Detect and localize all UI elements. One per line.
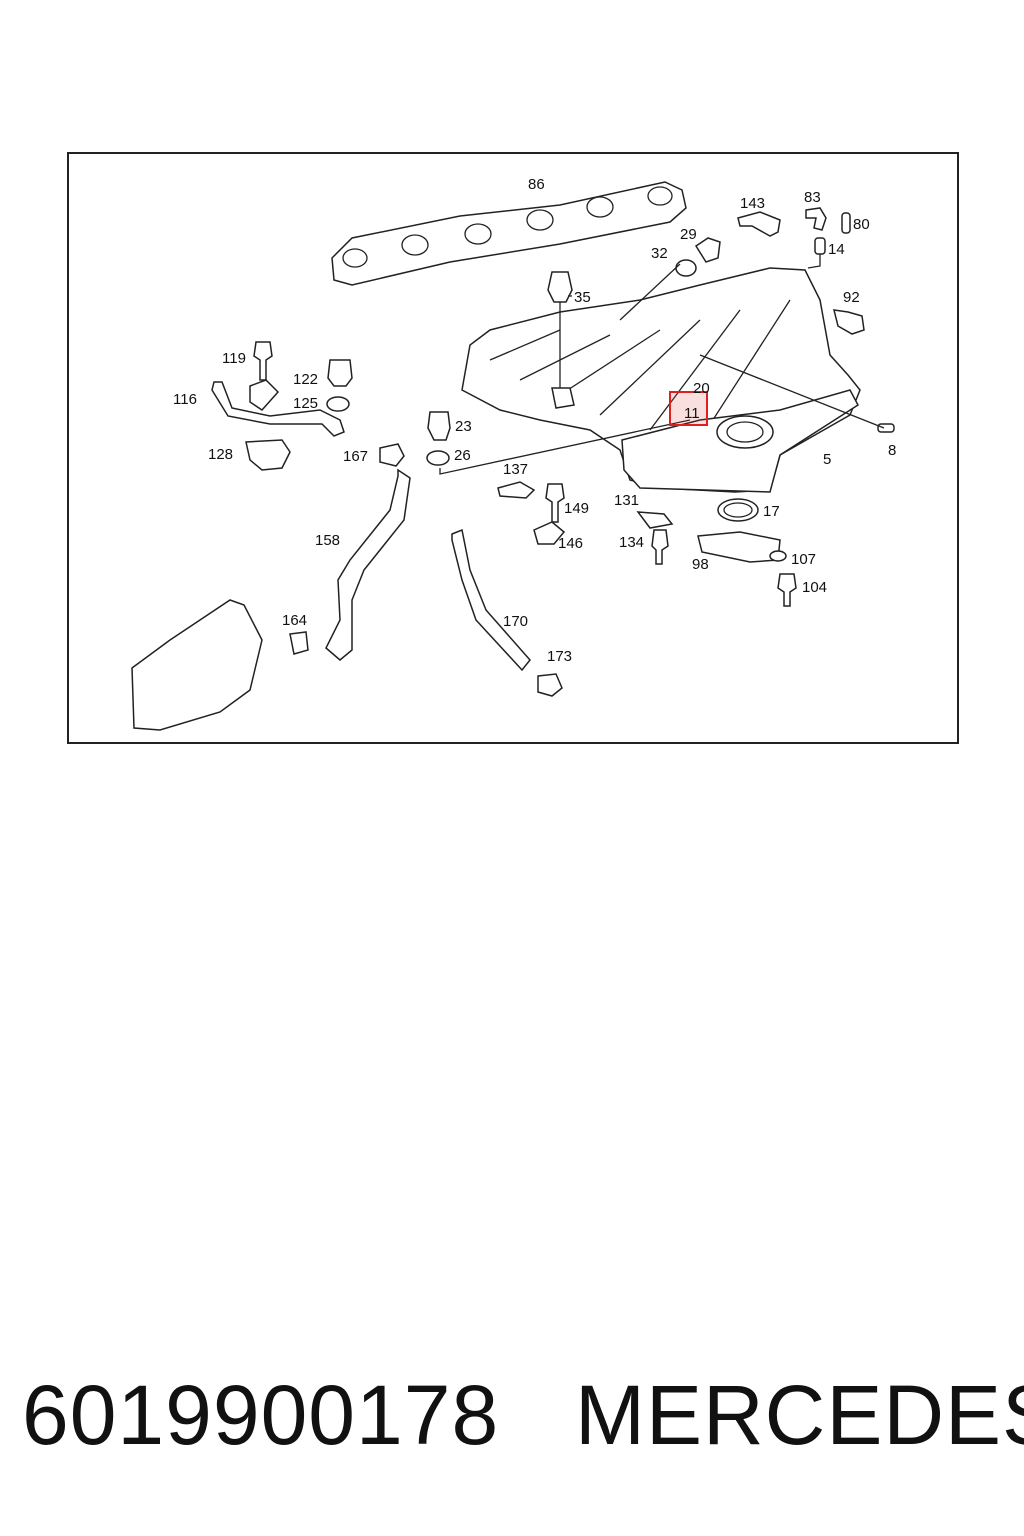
callout-35: 35 xyxy=(574,289,591,306)
fitting-23 xyxy=(427,411,451,441)
bracket-128 xyxy=(245,439,291,471)
leader-32 xyxy=(619,263,681,321)
callout-128: 128 xyxy=(208,446,233,463)
cover-bottom-left xyxy=(131,599,263,731)
callout-137: 137 xyxy=(503,461,528,478)
leader-8 xyxy=(699,354,885,429)
callout-131: 131 xyxy=(614,492,639,509)
cap-167 xyxy=(379,443,405,467)
sleeve-14 xyxy=(814,237,826,255)
leader-14 xyxy=(807,254,821,269)
callout-122: 122 xyxy=(293,371,318,388)
callout-107: 107 xyxy=(791,551,816,568)
pipe-116-loop xyxy=(249,379,280,411)
clamp-173 xyxy=(537,673,563,697)
callout-116: 116 xyxy=(173,391,197,408)
bolt-119 xyxy=(253,341,273,381)
seal-26 xyxy=(426,450,450,466)
callout-170: 170 xyxy=(503,613,528,630)
bracket-146 xyxy=(533,521,566,545)
washer-107 xyxy=(769,550,787,562)
callout-5: 5 xyxy=(823,451,831,468)
throttle-port-inner xyxy=(726,421,764,443)
callout-8: 8 xyxy=(888,442,896,459)
callout-119: 119 xyxy=(222,350,246,367)
hose-158 xyxy=(325,468,411,661)
seal-ring-32 xyxy=(675,259,697,277)
gasket-ports xyxy=(342,186,673,268)
callout-149: 149 xyxy=(564,500,589,517)
callout-20: 20 xyxy=(693,380,710,397)
bolt-92 xyxy=(833,309,865,335)
callout-17: 17 xyxy=(763,503,780,520)
bolt-104 xyxy=(777,573,797,607)
callout-125: 125 xyxy=(293,395,318,412)
callout-158: 158 xyxy=(315,532,340,549)
pin-80 xyxy=(841,212,851,234)
seal-ring-17-inner xyxy=(723,502,753,518)
callout-146: 146 xyxy=(558,535,583,552)
gasket-86 xyxy=(331,181,687,286)
manifold-runner-lines xyxy=(489,299,791,441)
bolt-134 xyxy=(651,529,669,565)
hose-170 xyxy=(451,528,531,672)
elbow-83 xyxy=(805,207,827,231)
leader-26 xyxy=(439,419,691,475)
callout-32: 32 xyxy=(651,245,668,262)
callout-11: 11 xyxy=(684,405,700,422)
valve-29 xyxy=(694,237,721,263)
washer-125 xyxy=(326,396,350,412)
throttle-port xyxy=(716,415,774,449)
callout-83: 83 xyxy=(804,189,821,206)
callout-14: 14 xyxy=(828,241,845,258)
part-number: 6019900178 xyxy=(22,1368,500,1462)
brand-name: MERCEDES xyxy=(575,1368,1024,1462)
callout-98: 98 xyxy=(692,556,709,573)
highlight-box-11 xyxy=(669,391,708,426)
clamp-164 xyxy=(289,631,309,655)
callout-167: 167 xyxy=(343,448,368,465)
callout-86: 86 xyxy=(528,176,545,193)
banjo-bolt-122 xyxy=(327,359,353,387)
sensor-35-lower xyxy=(551,387,575,409)
callout-164: 164 xyxy=(282,612,307,629)
footer-caption: 6019900178 MERCEDES xyxy=(0,1365,1024,1475)
callout-92: 92 xyxy=(843,289,860,306)
callout-173: 173 xyxy=(547,648,572,665)
bracket-98 xyxy=(697,531,781,563)
pipe-116 xyxy=(211,381,345,437)
callout-26: 26 xyxy=(454,447,471,464)
callout-143: 143 xyxy=(740,195,765,212)
pin-8 xyxy=(877,423,895,433)
callout-80: 80 xyxy=(853,216,870,233)
clip-137 xyxy=(497,481,536,499)
bracket-143 xyxy=(737,211,781,237)
bolt-149 xyxy=(545,483,565,523)
sensor-35 xyxy=(547,271,573,303)
bracket-131 xyxy=(636,511,674,529)
callout-104: 104 xyxy=(802,579,827,596)
callout-29: 29 xyxy=(680,226,697,243)
callout-23: 23 xyxy=(455,418,472,435)
callout-134: 134 xyxy=(619,534,644,551)
